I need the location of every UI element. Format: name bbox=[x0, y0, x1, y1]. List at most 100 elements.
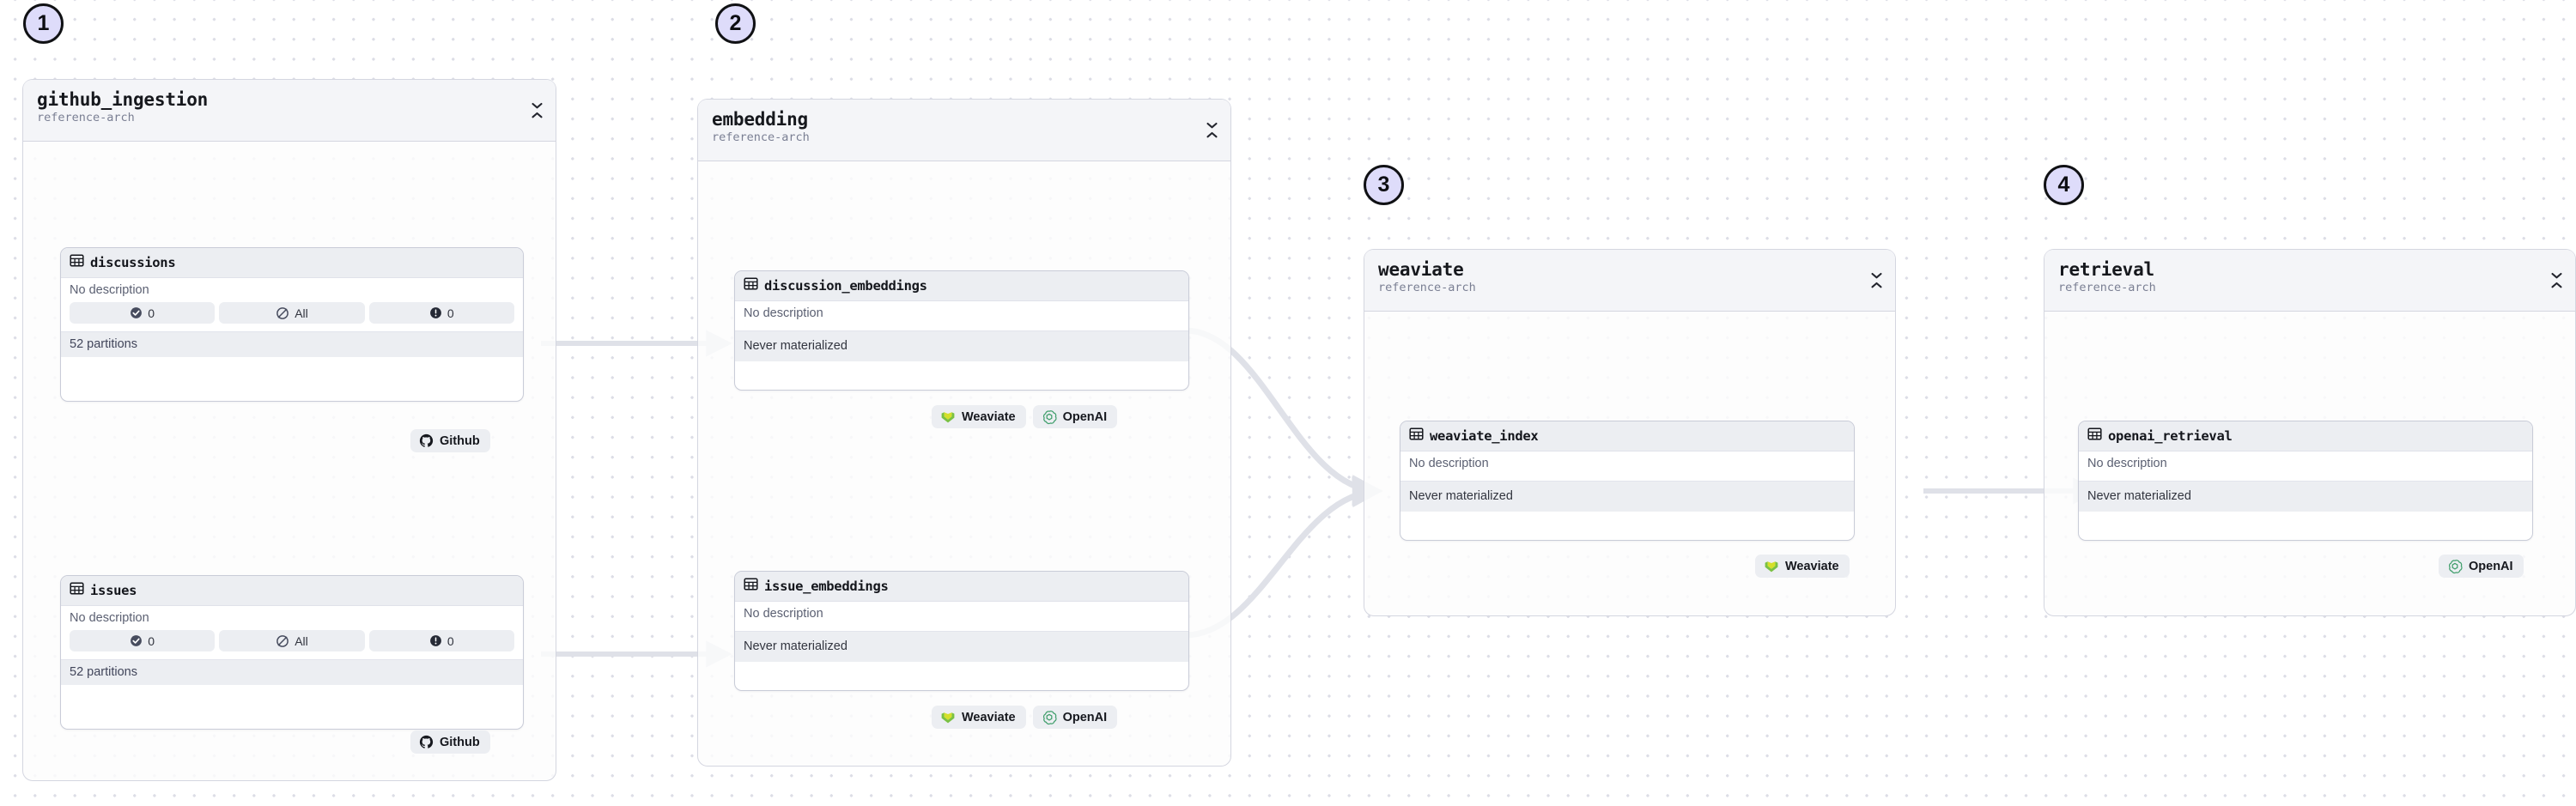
node-title: weaviate_index bbox=[1430, 428, 1539, 444]
alert-circle-icon bbox=[430, 635, 441, 646]
asset-node-issue-embeddings[interactable]: issue_embeddings No description Never ma… bbox=[734, 571, 1189, 691]
node-header[interactable]: issues bbox=[61, 576, 523, 606]
weaviate-icon bbox=[940, 409, 956, 425]
integration-tag-openai[interactable]: OpenAI bbox=[1032, 405, 1118, 428]
node-title: openai_retrieval bbox=[2108, 428, 2233, 444]
integration-tags-issues: Github bbox=[410, 730, 490, 754]
status-pill-label: 0 bbox=[148, 306, 155, 320]
node-header[interactable]: weaviate_index bbox=[1400, 421, 1854, 451]
integration-tag-label: OpenAI bbox=[2469, 559, 2513, 573]
integration-tag-label: Weaviate bbox=[962, 710, 1016, 724]
node-header[interactable]: openai_retrieval bbox=[2079, 421, 2532, 451]
integration-tag-openai[interactable]: OpenAI bbox=[2439, 555, 2524, 578]
group-header-embedding[interactable]: embedding reference-arch bbox=[698, 100, 1230, 161]
group-subtitle: reference-arch bbox=[712, 130, 810, 145]
integration-tags-weaviate-index: Weaviate bbox=[1755, 555, 1850, 578]
node-title: issue_embeddings bbox=[764, 579, 889, 594]
status-pill-freshness[interactable]: All bbox=[219, 630, 365, 651]
node-footer-materialization: Never materialized bbox=[1400, 481, 1854, 512]
integration-tags-discussions: Github bbox=[410, 429, 490, 452]
group-header-github-ingestion[interactable]: github_ingestion reference-arch bbox=[23, 80, 556, 142]
group-badge-3: 3 bbox=[1364, 165, 1404, 205]
group-title: weaviate bbox=[1378, 259, 1464, 280]
asset-node-openai-retrieval[interactable]: openai_retrieval No description Never ma… bbox=[2078, 421, 2533, 541]
openai-icon bbox=[1042, 710, 1057, 725]
integration-tag-weaviate[interactable]: Weaviate bbox=[932, 405, 1026, 428]
chevron-expand-collapse-icon[interactable] bbox=[1205, 121, 1218, 140]
node-description: No description bbox=[735, 301, 1188, 330]
integration-tag-label: Weaviate bbox=[962, 409, 1016, 424]
group-subtitle: reference-arch bbox=[2058, 281, 2156, 295]
asset-node-issues[interactable]: issues No description 0 All 0 52 p bbox=[60, 575, 524, 730]
group-subtitle: reference-arch bbox=[37, 111, 135, 125]
chevron-expand-collapse-icon[interactable] bbox=[530, 101, 544, 120]
group-badge-4: 4 bbox=[2044, 165, 2084, 205]
node-title: discussions bbox=[90, 255, 176, 270]
status-pill-label: 0 bbox=[447, 633, 454, 648]
node-header[interactable]: discussions bbox=[61, 248, 523, 278]
weaviate-icon bbox=[940, 710, 956, 725]
group-title: github_ingestion bbox=[37, 89, 209, 110]
group-header-weaviate[interactable]: weaviate reference-arch bbox=[1364, 250, 1895, 312]
table-icon bbox=[744, 577, 758, 596]
openai-icon bbox=[1042, 409, 1057, 425]
table-icon bbox=[2087, 427, 2102, 445]
asset-node-discussions[interactable]: discussions No description 0 All 0 bbox=[60, 247, 524, 402]
status-pill-label: 0 bbox=[148, 633, 155, 648]
integration-tag-label: Github bbox=[440, 433, 480, 448]
integration-tag-weaviate[interactable]: Weaviate bbox=[1755, 555, 1850, 578]
node-description: No description bbox=[61, 278, 523, 302]
group-badge-1: 1 bbox=[23, 3, 64, 44]
status-pill-checks[interactable]: 0 bbox=[368, 302, 514, 324]
group-header-retrieval[interactable]: retrieval reference-arch bbox=[2044, 250, 2575, 312]
alert-circle-icon bbox=[430, 307, 441, 318]
status-pill-materializations[interactable]: 0 bbox=[70, 302, 216, 324]
node-footer-materialization: Never materialized bbox=[2079, 481, 2532, 512]
node-footer-partitions: 52 partitions bbox=[61, 659, 523, 685]
group-badge-2: 2 bbox=[715, 3, 756, 44]
integration-tag-label: Github bbox=[440, 735, 480, 749]
node-status-pills: 0 All 0 bbox=[61, 302, 523, 331]
status-pill-materializations[interactable]: 0 bbox=[70, 630, 216, 651]
integration-tag-label: OpenAI bbox=[1062, 710, 1108, 724]
node-footer-partitions: 52 partitions bbox=[61, 331, 523, 357]
weaviate-icon bbox=[1764, 559, 1779, 574]
integration-tag-openai[interactable]: OpenAI bbox=[1032, 706, 1118, 729]
table-icon bbox=[1409, 427, 1424, 445]
integration-tags-discussion-embeddings: Weaviate OpenAI bbox=[932, 405, 1118, 428]
status-pill-label: All bbox=[295, 306, 308, 320]
no-schedule-icon bbox=[276, 634, 289, 647]
github-icon bbox=[419, 735, 434, 748]
node-description: No description bbox=[1400, 451, 1854, 481]
node-description: No description bbox=[2079, 451, 2532, 481]
integration-tag-weaviate[interactable]: Weaviate bbox=[932, 706, 1026, 729]
node-footer-materialization: Never materialized bbox=[735, 330, 1188, 361]
status-pill-label: 0 bbox=[447, 306, 454, 320]
integration-tags-openai-retrieval: OpenAI bbox=[2439, 555, 2524, 578]
github-icon bbox=[419, 433, 434, 447]
table-icon bbox=[744, 276, 758, 295]
status-pill-label: All bbox=[295, 633, 308, 648]
integration-tag-label: OpenAI bbox=[1062, 409, 1108, 424]
node-description: No description bbox=[61, 606, 523, 630]
table-icon bbox=[70, 581, 84, 600]
integration-tag-label: Weaviate bbox=[1785, 559, 1839, 573]
asset-node-weaviate-index[interactable]: weaviate_index No description Never mate… bbox=[1400, 421, 1855, 541]
integration-tag-github[interactable]: Github bbox=[410, 730, 490, 754]
chevron-expand-collapse-icon[interactable] bbox=[1869, 271, 1883, 290]
status-pill-checks[interactable]: 0 bbox=[368, 630, 514, 651]
node-footer-materialization: Never materialized bbox=[735, 631, 1188, 662]
status-pill-freshness[interactable]: All bbox=[219, 302, 365, 324]
check-circle-icon bbox=[131, 635, 143, 646]
asset-node-discussion-embeddings[interactable]: discussion_embeddings No description Nev… bbox=[734, 270, 1189, 391]
node-header[interactable]: issue_embeddings bbox=[735, 572, 1188, 602]
table-icon bbox=[70, 253, 84, 272]
group-title: retrieval bbox=[2058, 259, 2154, 280]
node-title: issues bbox=[90, 583, 137, 598]
node-status-pills: 0 All 0 bbox=[61, 630, 523, 659]
node-header[interactable]: discussion_embeddings bbox=[735, 271, 1188, 301]
integration-tag-github[interactable]: Github bbox=[410, 429, 490, 452]
chevron-expand-collapse-icon[interactable] bbox=[2549, 271, 2563, 290]
node-description: No description bbox=[735, 602, 1188, 631]
integration-tags-issue-embeddings: Weaviate OpenAI bbox=[932, 706, 1118, 729]
